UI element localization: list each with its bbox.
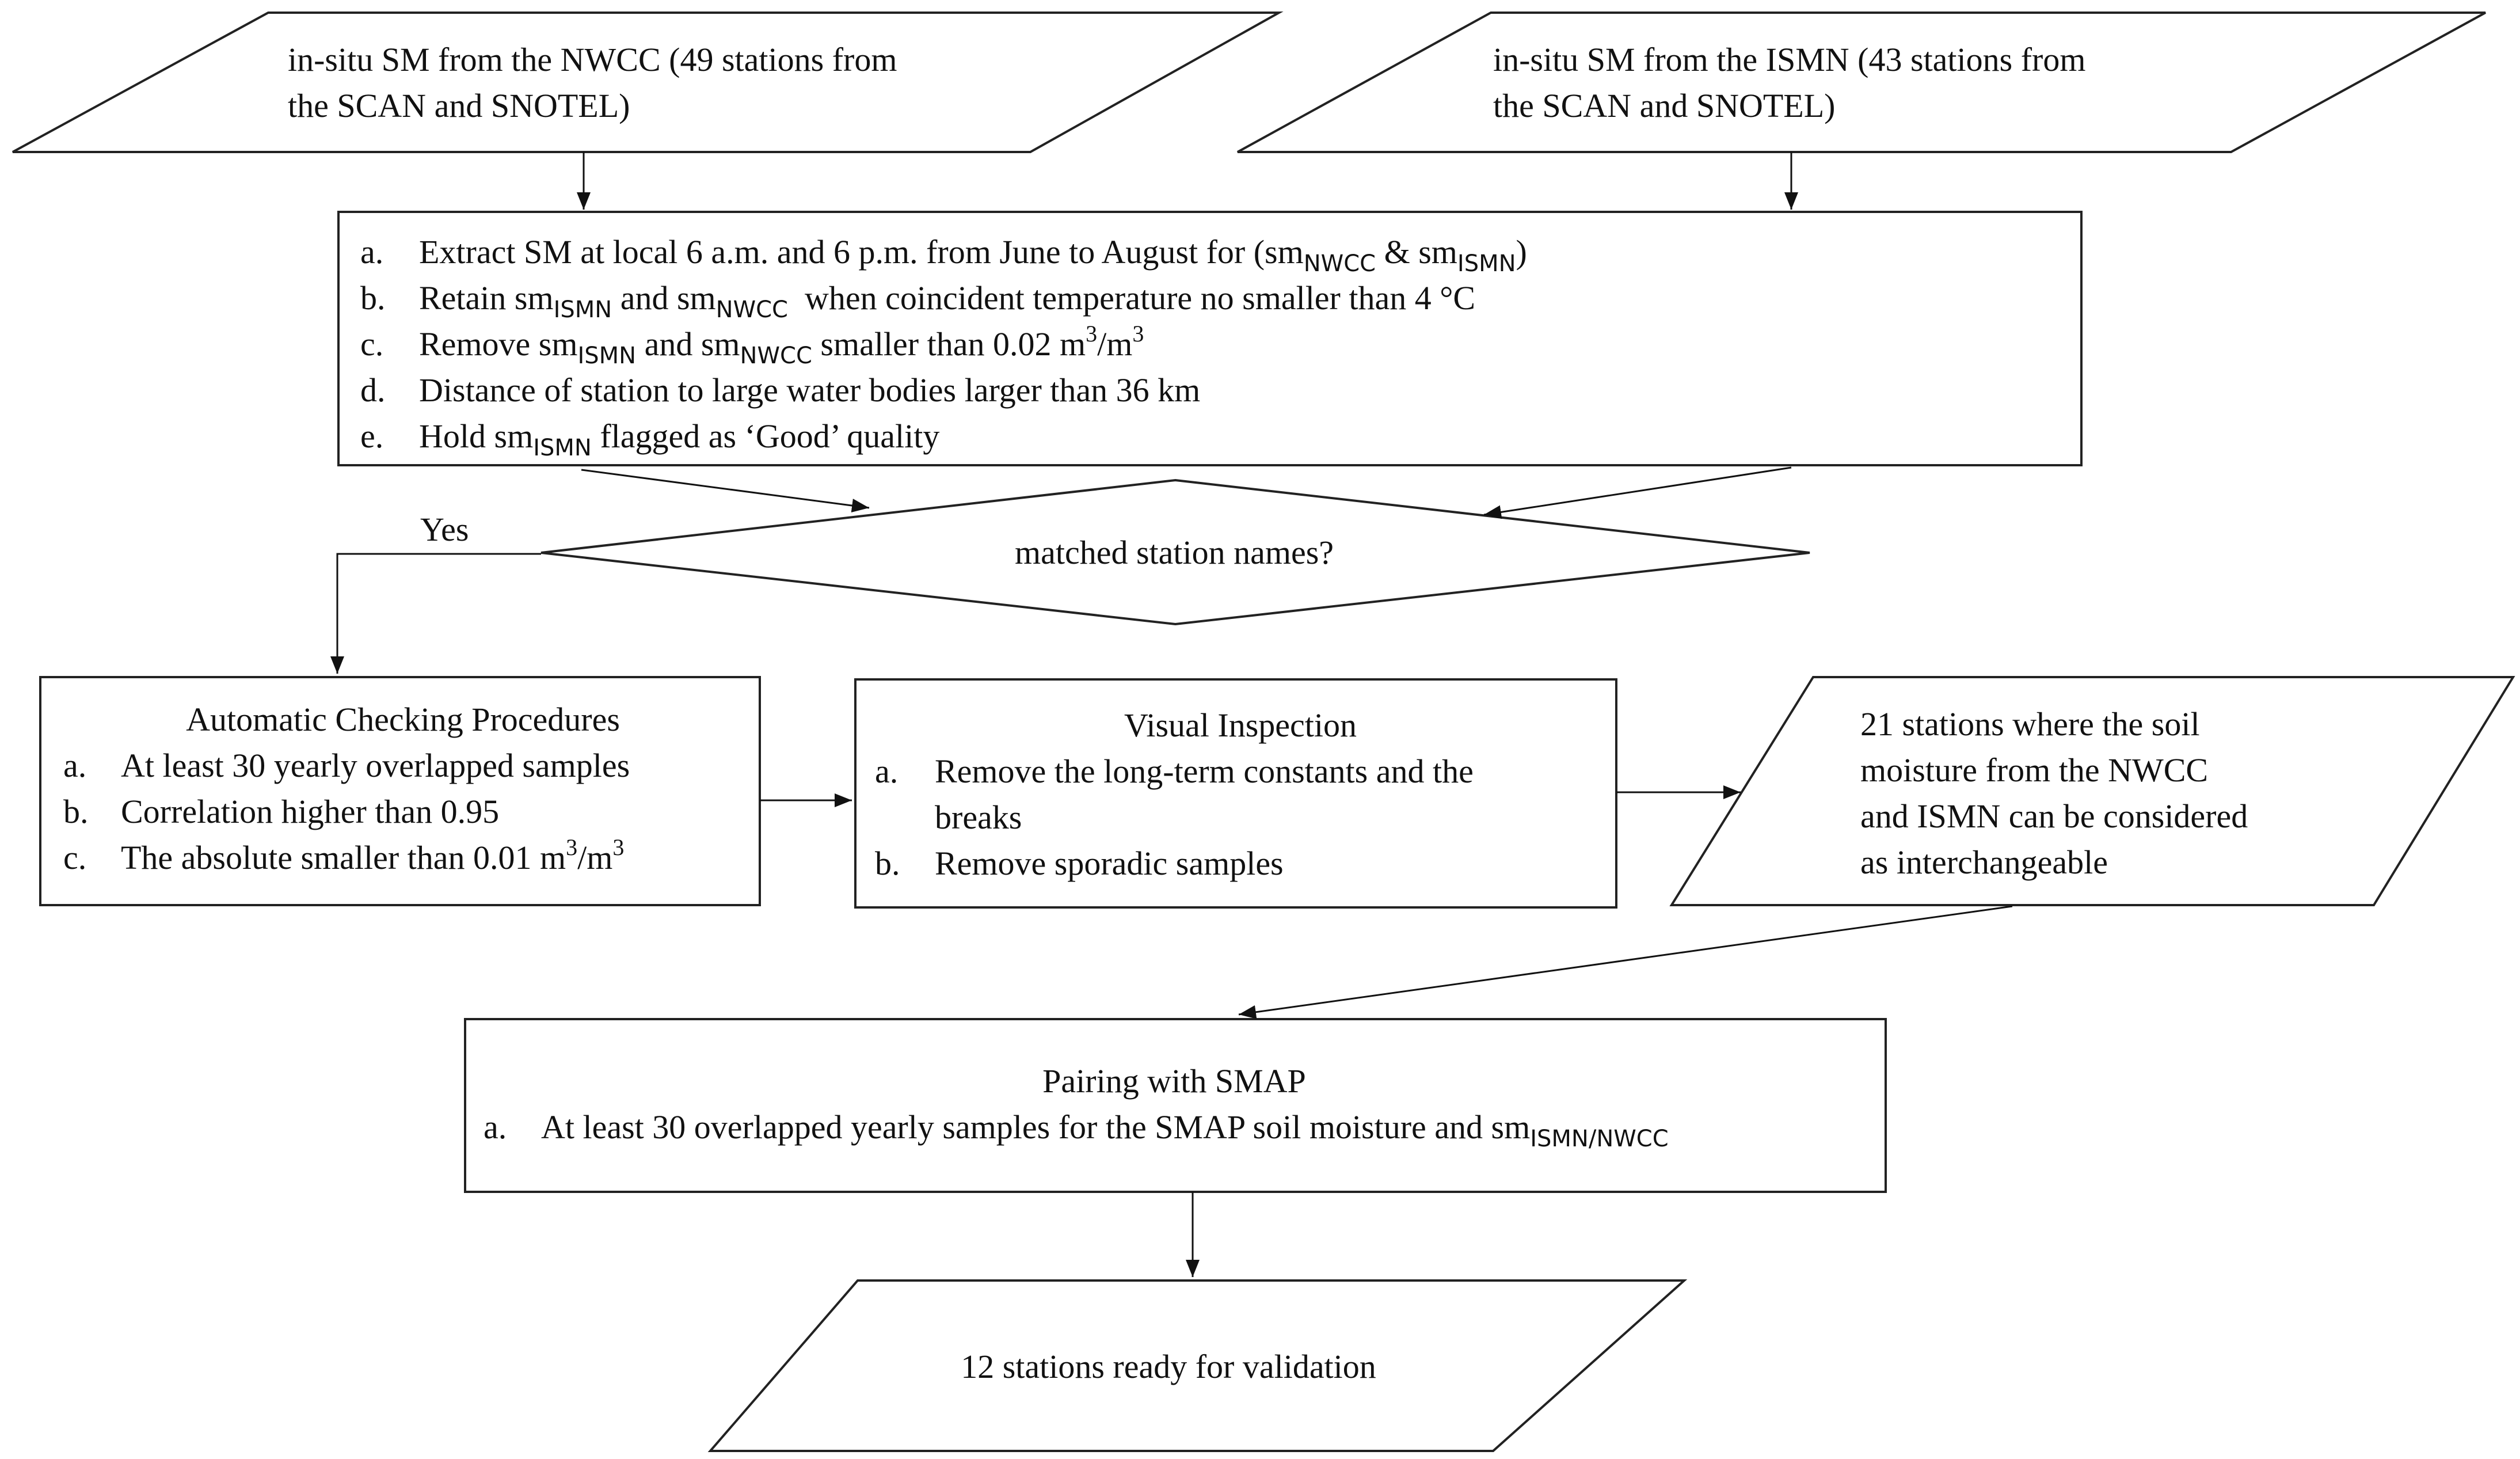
auto-check-letter: b. bbox=[63, 793, 89, 830]
visual-letter: a. bbox=[875, 753, 899, 790]
visual-title: Visual Inspection bbox=[1124, 706, 1357, 744]
pairing-box-shape bbox=[464, 1018, 1887, 1193]
input-ismn-line2: the SCAN and SNOTEL) bbox=[1493, 87, 1836, 124]
pairing-title: Pairing with SMAP bbox=[1042, 1062, 1306, 1100]
input-nwcc-line1: in-situ SM from the NWCC (49 stations fr… bbox=[288, 41, 897, 78]
arrow-filters-to-decision-right bbox=[1483, 466, 1792, 519]
input-nwcc-shape bbox=[12, 12, 1284, 153]
filter-letter: d. bbox=[360, 371, 386, 409]
interchangeable-line: and ISMN can be considered bbox=[1860, 797, 2248, 835]
visual-text: Visual Inspection a. Remove the long-ter… bbox=[875, 702, 1606, 898]
input-nwcc-line2: the SCAN and SNOTEL) bbox=[288, 87, 630, 124]
auto-check-letter: c. bbox=[63, 839, 87, 876]
input-nwcc-text: in-situ SM from the NWCC (49 stations fr… bbox=[288, 37, 897, 129]
interchangeable-shape bbox=[1669, 676, 2515, 906]
filter-letter: b. bbox=[360, 279, 386, 317]
arrow-interchangeable-to-pairing bbox=[1238, 905, 2013, 1019]
input-ismn-line1: in-situ SM from the ISMN (43 stations fr… bbox=[1493, 41, 2086, 78]
filter-letter: c. bbox=[360, 325, 384, 363]
pairing-letter: a. bbox=[484, 1108, 507, 1146]
arrow-yes-to-auto-check bbox=[330, 553, 541, 674]
arrow-filters-to-decision-left bbox=[581, 469, 870, 512]
decision-diamond-shape bbox=[540, 478, 1810, 626]
auto-check-letter: a. bbox=[63, 747, 87, 784]
input-ismn-shape bbox=[1237, 12, 2486, 153]
filters-box-shape bbox=[337, 211, 2083, 466]
output-label: 12 stations ready for validation bbox=[961, 1348, 1376, 1385]
filter-letter: a. bbox=[360, 233, 384, 271]
visual-box-shape bbox=[854, 678, 1617, 909]
pairing-text: Pairing with SMAP a. At least 30 overlap… bbox=[478, 1058, 1871, 1162]
auto-check-text: Automatic Checking Procedures a. At leas… bbox=[58, 697, 748, 892]
interchangeable-text: 21 stations where the soil moisture from… bbox=[1860, 701, 2248, 886]
filter-letter: e. bbox=[360, 417, 384, 455]
interchangeable-line: moisture from the NWCC bbox=[1860, 751, 2209, 789]
interchangeable-line: 21 stations where the soil bbox=[1860, 705, 2200, 743]
filters-list: a. Extract SM at local 6 a.m. and 6 p.m.… bbox=[360, 229, 2076, 459]
interchangeable-line: as interchangeable bbox=[1860, 844, 2108, 881]
decision-yes-label: Yes bbox=[420, 511, 469, 548]
auto-check-box-shape bbox=[39, 676, 761, 906]
output-shape bbox=[707, 1279, 1688, 1452]
visual-letter: b. bbox=[875, 845, 900, 882]
auto-check-title: Automatic Checking Procedures bbox=[186, 701, 620, 738]
decision-label: matched station names? bbox=[1014, 534, 1334, 571]
input-ismn-text: in-situ SM from the ISMN (43 stations fr… bbox=[1493, 37, 2085, 129]
